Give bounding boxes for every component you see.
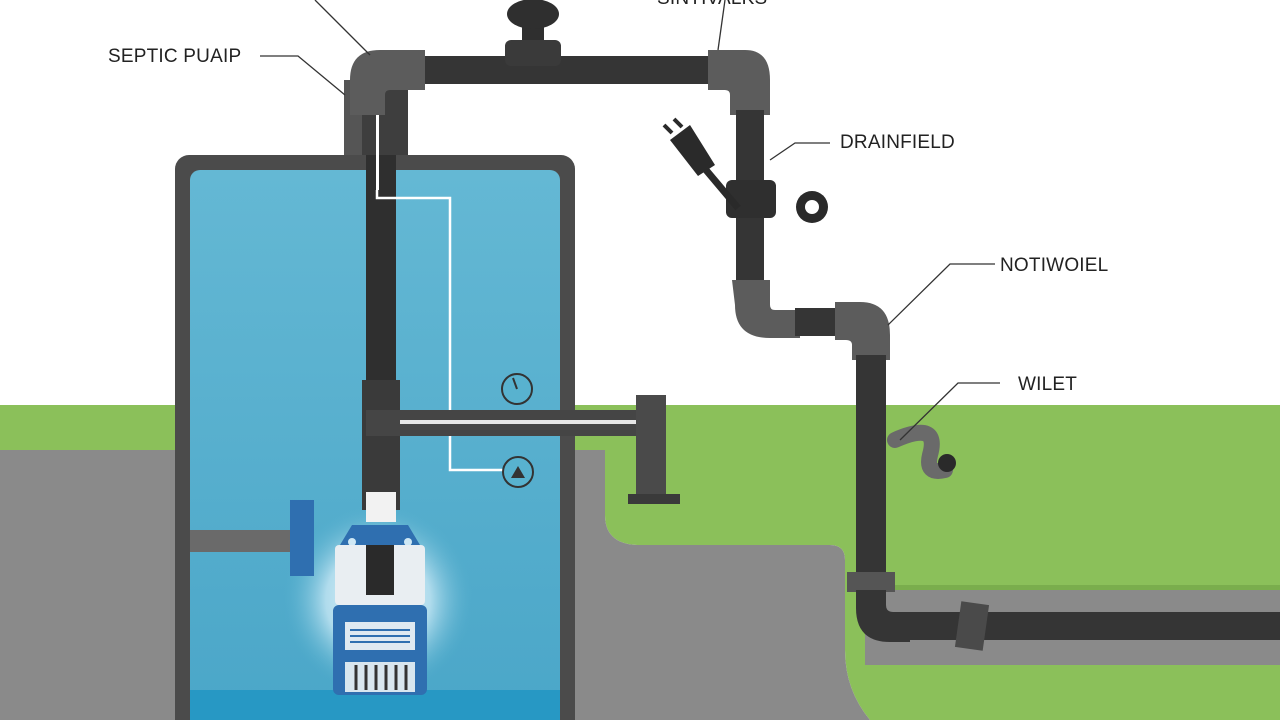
soil-right: [575, 450, 870, 720]
leader-lines: [260, 0, 1000, 441]
grass-left: [0, 405, 180, 450]
pump-cap: [340, 525, 420, 545]
float-switch-icon: [502, 456, 534, 488]
side-outlet-highlight: [400, 420, 636, 424]
vent-post: [636, 395, 666, 500]
label-notiwoiel: NOTIWOIEL: [1000, 255, 1108, 276]
pump-bolt-left: [348, 538, 356, 546]
vent-loop: [887, 424, 953, 479]
leader-top-cut: [314, 0, 371, 56]
electrical-plug-icon: [662, 117, 741, 211]
inlet-pipe-body: [190, 530, 300, 552]
float-wire-route: [375, 190, 505, 472]
valve-body: [505, 40, 561, 66]
lower-elbow-left: [732, 280, 800, 338]
label-septic-pump: SEPTIC PUAIP: [108, 46, 241, 67]
pump-bolt-right: [404, 538, 412, 546]
top-left-elbow: [350, 50, 425, 115]
valve-handle: [507, 0, 559, 29]
drainfield-coupling: [954, 601, 990, 651]
descending-line: [662, 110, 1280, 651]
descent-pipe-2: [856, 355, 886, 600]
float-wire: [376, 110, 379, 190]
submersible-pump: [333, 525, 427, 695]
top-discharge-line: [350, 0, 770, 115]
top-pipe: [395, 56, 740, 84]
riser-white-band: [366, 492, 396, 522]
gauge-icon: [501, 373, 533, 405]
label-top-cut: SINTIVALKS: [657, 0, 767, 9]
label-wilet: WILET: [1018, 374, 1077, 395]
lower-elbow-right: [835, 302, 890, 360]
side-outlet: [366, 395, 680, 504]
trench-edge: [860, 585, 1280, 590]
top-right-elbow: [708, 50, 770, 115]
leader-septic-pump: [260, 55, 346, 96]
pump-shaft: [366, 545, 394, 595]
inlet-pipe-flange: [290, 500, 314, 576]
check-valve-icon: [796, 191, 828, 223]
leader-sintivalks: [717, 0, 726, 51]
leader-wilet: [899, 382, 1000, 441]
vent-cap: [938, 454, 956, 472]
vent-post-base: [628, 494, 680, 504]
leader-notiwoiel: [887, 263, 995, 326]
inlet-pipe: [190, 500, 314, 576]
riser-coupling: [362, 380, 400, 510]
ground: [0, 405, 1280, 720]
label-drainfield: DRAINFIELD: [840, 132, 955, 153]
leader-drainfield: [769, 142, 830, 161]
descent-coupling: [847, 572, 895, 592]
soil-left: [0, 450, 180, 720]
check-valve-body: [726, 180, 776, 218]
bottom-elbow: [856, 590, 910, 642]
